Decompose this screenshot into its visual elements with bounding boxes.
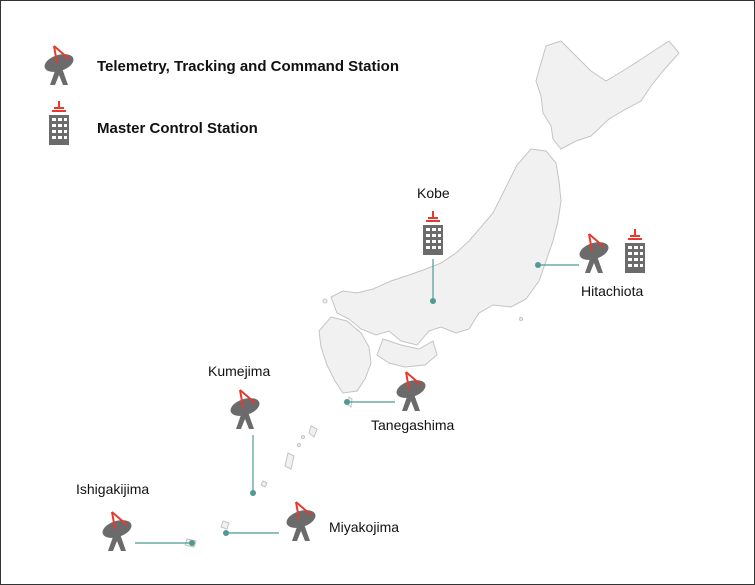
islet [322, 298, 328, 304]
islet [297, 443, 301, 447]
legend-building-icon [48, 100, 70, 146]
kumejima-satellite-dish-icon [227, 389, 263, 430]
legend-ttc-label: Telemetry, Tracking and Command Station [97, 58, 400, 75]
island-shikoku [376, 338, 438, 368]
hitachiota-satellite-dish-icon [576, 233, 612, 274]
station-label-hitachiota: Hitachiota [581, 283, 644, 299]
miyakojima-satellite-dish-icon [283, 501, 319, 542]
connector-dot-kumejima [250, 490, 256, 496]
connector-dot-miyakojima [223, 530, 229, 536]
island-kumejima [260, 480, 268, 488]
station-label-ishigakijima: Ishigakijima [76, 481, 150, 497]
kobe-building-icon [422, 210, 444, 256]
island-kyushu [318, 316, 372, 394]
connector-dot-ishigakijima [189, 540, 195, 546]
islet [519, 317, 523, 321]
connector-dot-kobe [430, 298, 436, 304]
station-label-miyakojima: Miyakojima [329, 519, 400, 535]
island-okinawa [284, 452, 295, 470]
legend-satellite-dish-icon [41, 45, 77, 86]
island-honshu [330, 148, 562, 346]
station-label-tanegashima: Tanegashima [371, 417, 455, 433]
hitachiota-building-icon [624, 228, 646, 274]
tanegashima-satellite-dish-icon [393, 371, 429, 412]
connectors [135, 259, 579, 546]
connector-dot-hitachiota [535, 262, 541, 268]
island-hokkaido [535, 40, 680, 150]
station-label-kobe: Kobe [417, 185, 450, 201]
islet [301, 435, 305, 439]
island-miyakojima [220, 520, 230, 530]
station-label-kumejima: Kumejima [208, 363, 271, 379]
legend-master-control-label: Master Control Station [97, 120, 258, 137]
connector-dot-tanegashima [344, 399, 350, 405]
island-amami [308, 425, 318, 438]
ishigakijima-satellite-dish-icon [99, 511, 135, 552]
